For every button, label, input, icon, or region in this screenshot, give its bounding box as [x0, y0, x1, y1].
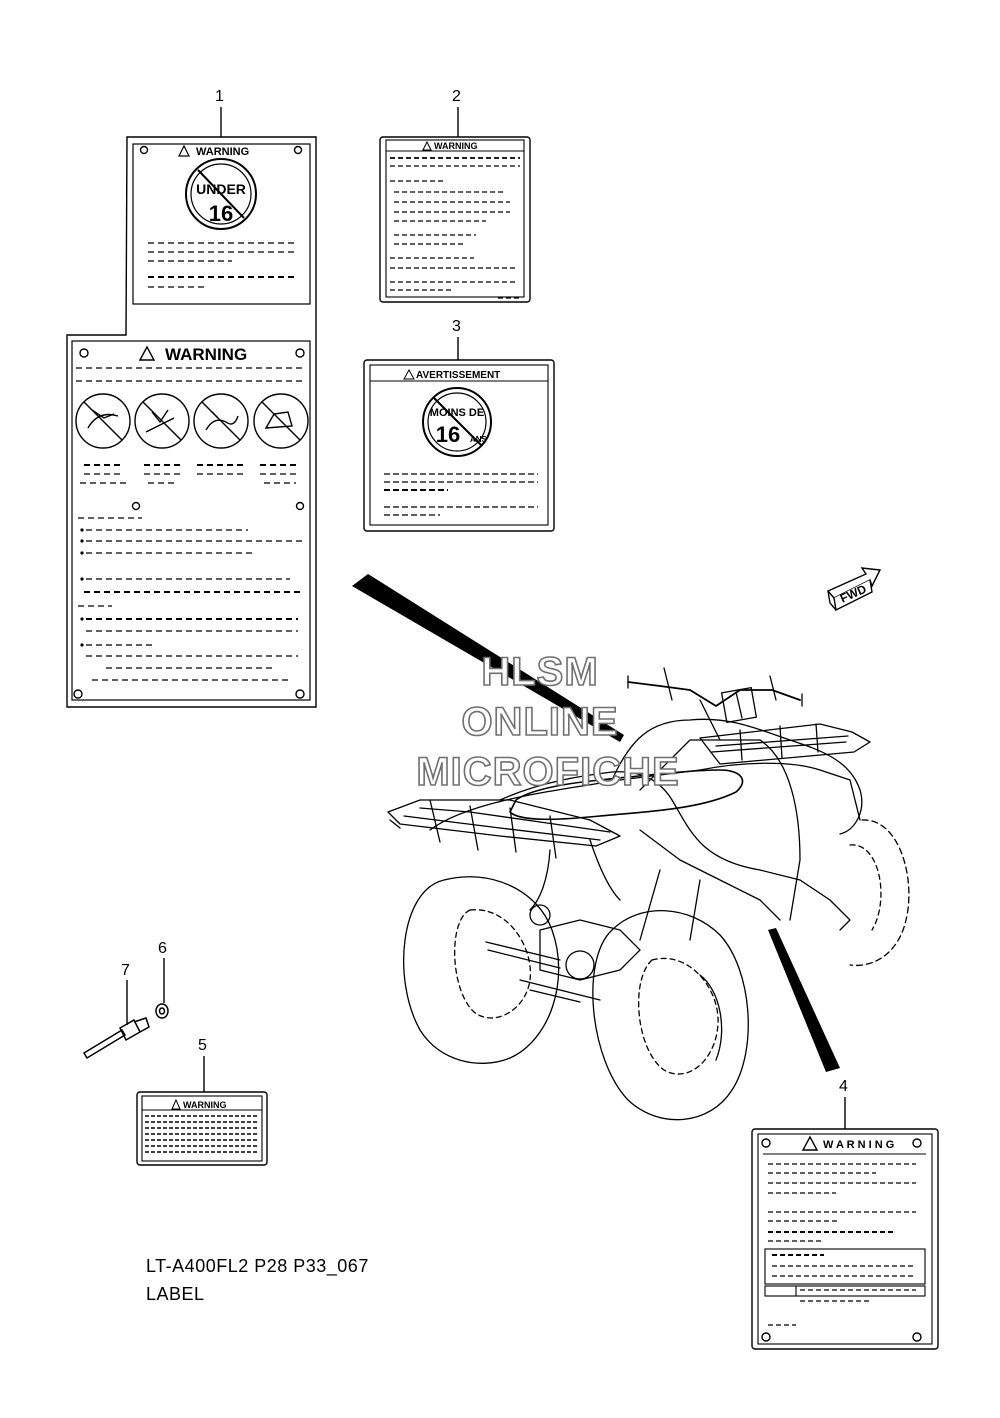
label-1-large-warning-text: WARNING [165, 345, 247, 364]
label-3-avertissement [363, 359, 555, 532]
label-1-warning [66, 136, 317, 708]
label-1-age-text: 16 [209, 201, 233, 226]
label-3-avertissement-text: AVERTISSEMENT [416, 370, 500, 381]
label-3-age-text: 16 [436, 422, 460, 447]
callout-5: 5 [198, 1037, 207, 1054]
callout-6: 6 [158, 940, 167, 957]
label-2-warning-text: WARNING [434, 141, 478, 151]
model-caption: LT-A400FL2 P28 P33_067 [146, 1256, 369, 1276]
label-1-under-text: UNDER [196, 181, 246, 197]
washer-part-6 [155, 1003, 169, 1019]
fwd-arrow-icon [826, 567, 882, 612]
watermark-line-2: ONLINE [461, 699, 619, 745]
label-4-warning [751, 1128, 939, 1350]
pointer-to-front-label [352, 574, 624, 742]
callout-4: 4 [839, 1078, 848, 1095]
atv-illustration [387, 667, 910, 1121]
label-5-warning-text: WARNING [183, 1100, 227, 1110]
leader-lines [126, 107, 846, 1129]
watermark-line-3: MICROFICHE [416, 749, 680, 795]
callout-3: 3 [452, 318, 461, 335]
pointer-to-side-label [768, 928, 840, 1072]
diagram-title: LABEL [146, 1284, 205, 1304]
callout-2: 2 [452, 88, 461, 105]
watermark-line-1: HLSM [481, 649, 599, 695]
rivet-part-7 [82, 1017, 150, 1060]
callout-1: 1 [215, 88, 224, 105]
label-2-warning [379, 136, 531, 303]
label-3-moins-de-text: MOINS DE [430, 407, 484, 419]
label-1-warning-text: WARNING [196, 146, 249, 158]
label-3-ans-text: ANS [470, 435, 488, 444]
callout-7: 7 [121, 962, 130, 979]
label-5-warning [136, 1091, 268, 1166]
label-4-warning-text: W A R N I N G [823, 1139, 894, 1151]
